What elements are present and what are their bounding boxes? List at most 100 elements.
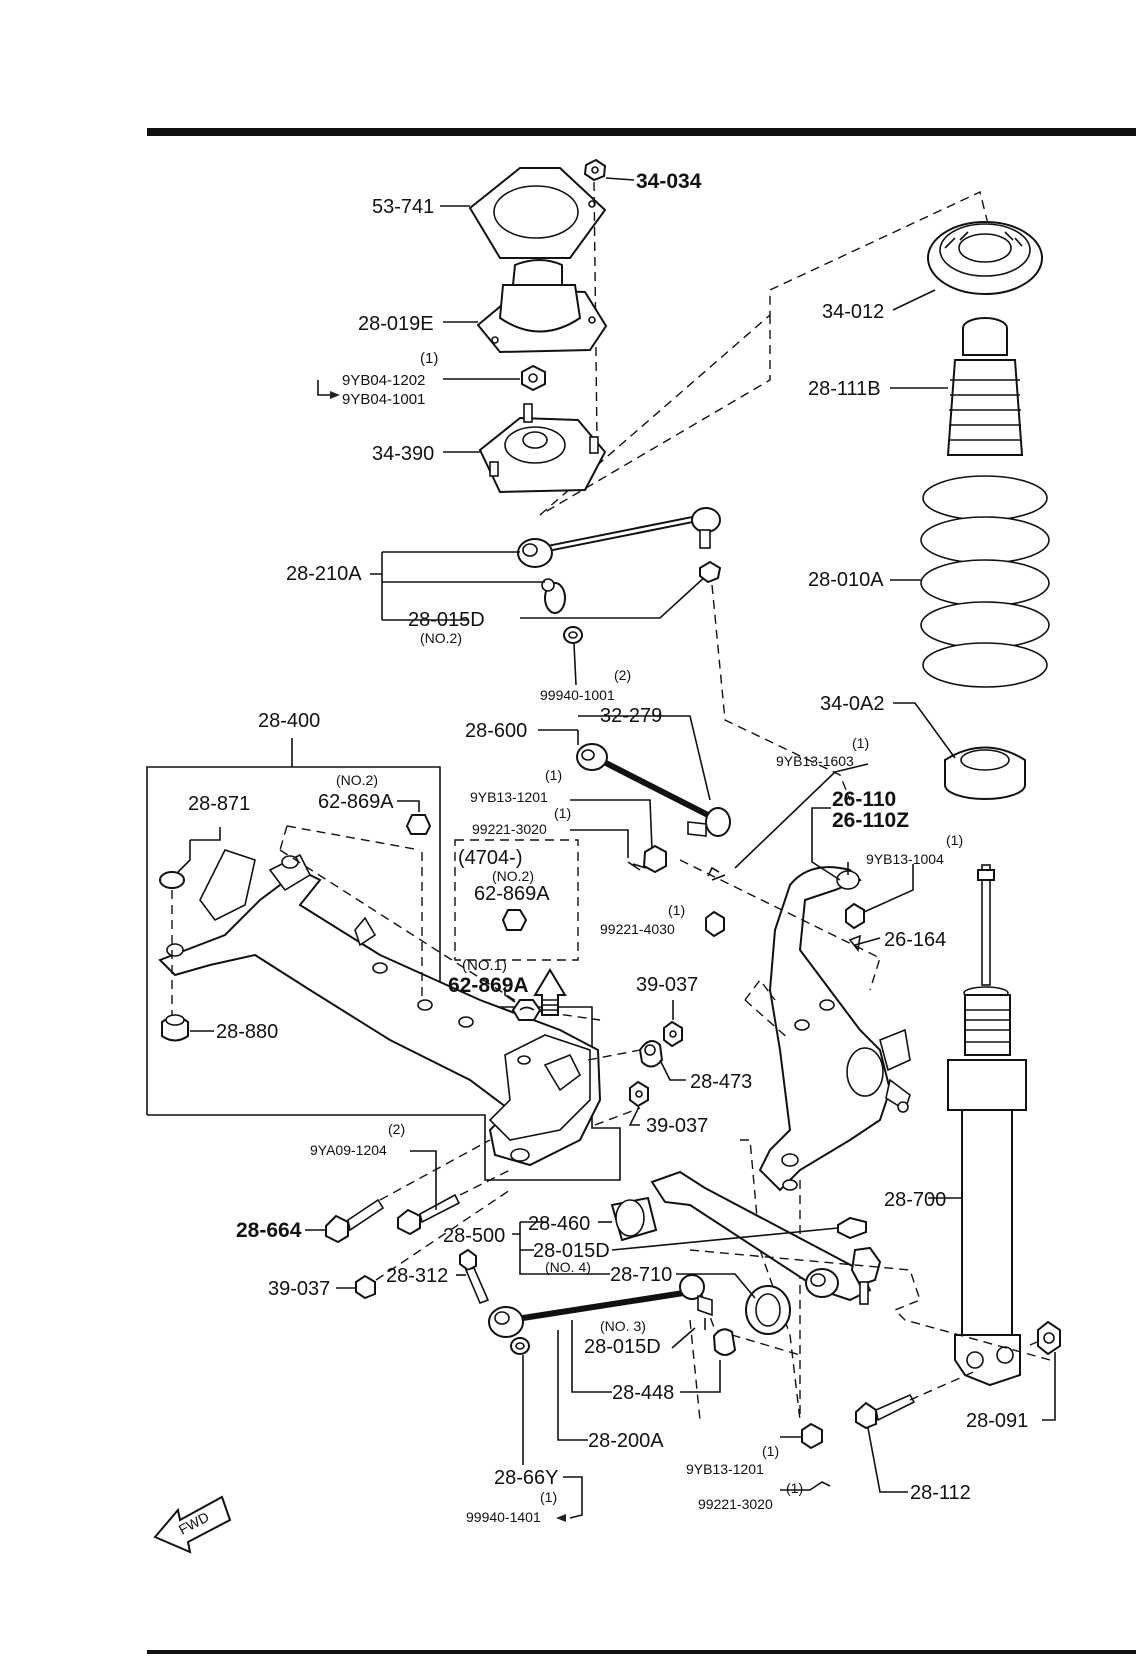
label-28-015D: 28-015D (408, 609, 485, 631)
label-28-019E: 28-019E (358, 313, 434, 335)
label-99940-1401: 99940-1401 (466, 1509, 541, 1525)
label-99221-4030: 99221-4030 (600, 921, 675, 937)
label-28-460: 28-460 (528, 1213, 590, 1235)
label-28-500: 28-500 (443, 1225, 505, 1247)
label-qty: (1) (946, 832, 963, 848)
nut-34-034 (583, 158, 607, 182)
label-qty: (1) (545, 767, 562, 783)
label-qty: (1) (762, 1443, 779, 1459)
bushing-28-460 (610, 1196, 658, 1242)
label-28-015D: 28-015D (533, 1240, 610, 1262)
top-rule (147, 128, 1136, 136)
coil-spring-28-010A (920, 475, 1050, 688)
label-34-0A2: 34-0A2 (820, 693, 885, 715)
strut-mount-plate (468, 167, 607, 259)
label-9YA09-1204: 9YA09-1204 (310, 1142, 387, 1158)
bump-stopper-62-869A-box (501, 909, 528, 931)
forward-arrow-icon (153, 1495, 232, 1554)
label-qty: (2) (388, 1121, 405, 1137)
label-28-400: 28-400 (258, 710, 320, 732)
label-28-010A: 28-010A (808, 569, 884, 591)
label-99221-3020: 99221-3020 (472, 821, 547, 837)
label-qty: (1) (668, 902, 685, 918)
nut-28-091 (1037, 1320, 1061, 1356)
bump-stopper-62-869A-no1 (511, 999, 542, 1021)
label-9YB13-1201: 9YB13-1201 (686, 1461, 764, 1477)
knuckle-to-strut-line (711, 584, 851, 801)
label-28-66Y: 28-66Y (494, 1467, 559, 1489)
label-26-164: 26-164 (884, 929, 946, 951)
bolt-9YA09-1204 (397, 1193, 461, 1236)
label-34-034: 34-034 (636, 170, 702, 193)
label-no1: (NO.1) (462, 957, 507, 974)
label-no3: (NO. 3) (600, 1318, 646, 1334)
label-28-710: 28-710 (610, 1264, 672, 1286)
lower-spring-seat-34-0A2 (944, 746, 1026, 800)
label-no4: (NO. 4) (545, 1259, 591, 1275)
label-qty: (1) (554, 805, 571, 821)
label-28-664: 28-664 (236, 1219, 302, 1242)
strut-assembly-outline (539, 191, 991, 516)
label-qty: (1) (540, 1489, 557, 1505)
lower-link-28-200A (488, 1274, 713, 1355)
label-9YB13-1201: 9YB13-1201 (470, 789, 548, 805)
label-qty: (1) (420, 350, 438, 367)
label-34-012: 34-012 (822, 301, 884, 323)
label-26-110: 26-110 (832, 788, 896, 811)
label-no2: (NO.2) (336, 772, 378, 788)
label-62-869A-bold: 62-869A (448, 974, 529, 997)
bolt-28-312 (459, 1248, 490, 1305)
label-28-871: 28-871 (188, 793, 250, 815)
label-28-111B: 28-111B (808, 378, 881, 400)
label-qty: (1) (852, 735, 869, 751)
label-28-112: 28-112 (910, 1482, 971, 1504)
label-39-037: 39-037 (268, 1278, 330, 1300)
strut-mount-28-019E (476, 259, 608, 354)
upper-control-link-28-210A (517, 507, 721, 614)
bolt-28-664 (325, 1198, 385, 1244)
label-9YB04-1001: 9YB04-1001 (342, 391, 425, 408)
label-62-869A: 62-869A (474, 883, 550, 905)
label-28-200A: 28-200A (588, 1430, 664, 1452)
label-39-037: 39-037 (636, 974, 698, 996)
label-qty: (1) (786, 1480, 803, 1496)
label-28-312: 28-312 (386, 1265, 448, 1287)
trailing-link-28-600 (576, 743, 731, 837)
label-9YB04-1202: 9YB04-1202 (342, 372, 425, 389)
label-no2: (NO.2) (492, 868, 534, 884)
label-28-600: 28-600 (465, 720, 527, 742)
label-28-473: 28-473 (690, 1071, 752, 1093)
rear-crossmember-28-400 (158, 849, 602, 1167)
nut-9YB04 (521, 364, 546, 392)
spring-seat-bearing-34-012 (927, 221, 1043, 295)
label-28-700: 28-700 (884, 1189, 946, 1211)
label-9YB13-1004: 9YB13-1004 (866, 851, 944, 867)
label-no2: (NO.2) (420, 630, 462, 646)
steering-knuckle-26-110 (758, 866, 911, 1192)
label-99940-1001: 99940-1001 (540, 687, 615, 703)
bump-stopper-62-869A-top (405, 814, 432, 835)
dust-boot-28-111B (946, 317, 1024, 456)
label-99221-3020: 99221-3020 (698, 1496, 773, 1512)
label-53-741: 53-741 (372, 196, 434, 218)
label-39-037: 39-037 (646, 1115, 708, 1137)
label-4704: (4704-) (458, 847, 522, 869)
label-28-880: 28-880 (216, 1021, 278, 1043)
nut-39-037 (355, 1274, 376, 1300)
label-26-110Z: 26-110Z (832, 809, 909, 832)
label-28-091: 28-091 (966, 1410, 1028, 1432)
upper-mount-34-390 (478, 403, 607, 494)
bushing-28-710 (745, 1285, 791, 1335)
label-28-448: 28-448 (612, 1382, 674, 1404)
shock-absorber-28-700 (947, 864, 1027, 1387)
label-62-869A: 62-869A (318, 791, 394, 813)
label-qty: (2) (614, 667, 631, 683)
part-labels: 53-741 34-034 34-012 28-019E 28-111B (1)… (176, 170, 1028, 1538)
bolt-28-112 (855, 1393, 916, 1430)
bottom-rule (147, 1650, 1136, 1654)
label-34-390: 34-390 (372, 443, 434, 465)
label-9YB13-1603: 9YB13-1603 (776, 753, 854, 769)
label-32-279: 32-279 (600, 705, 662, 727)
label-28-015D: 28-015D (584, 1336, 661, 1358)
